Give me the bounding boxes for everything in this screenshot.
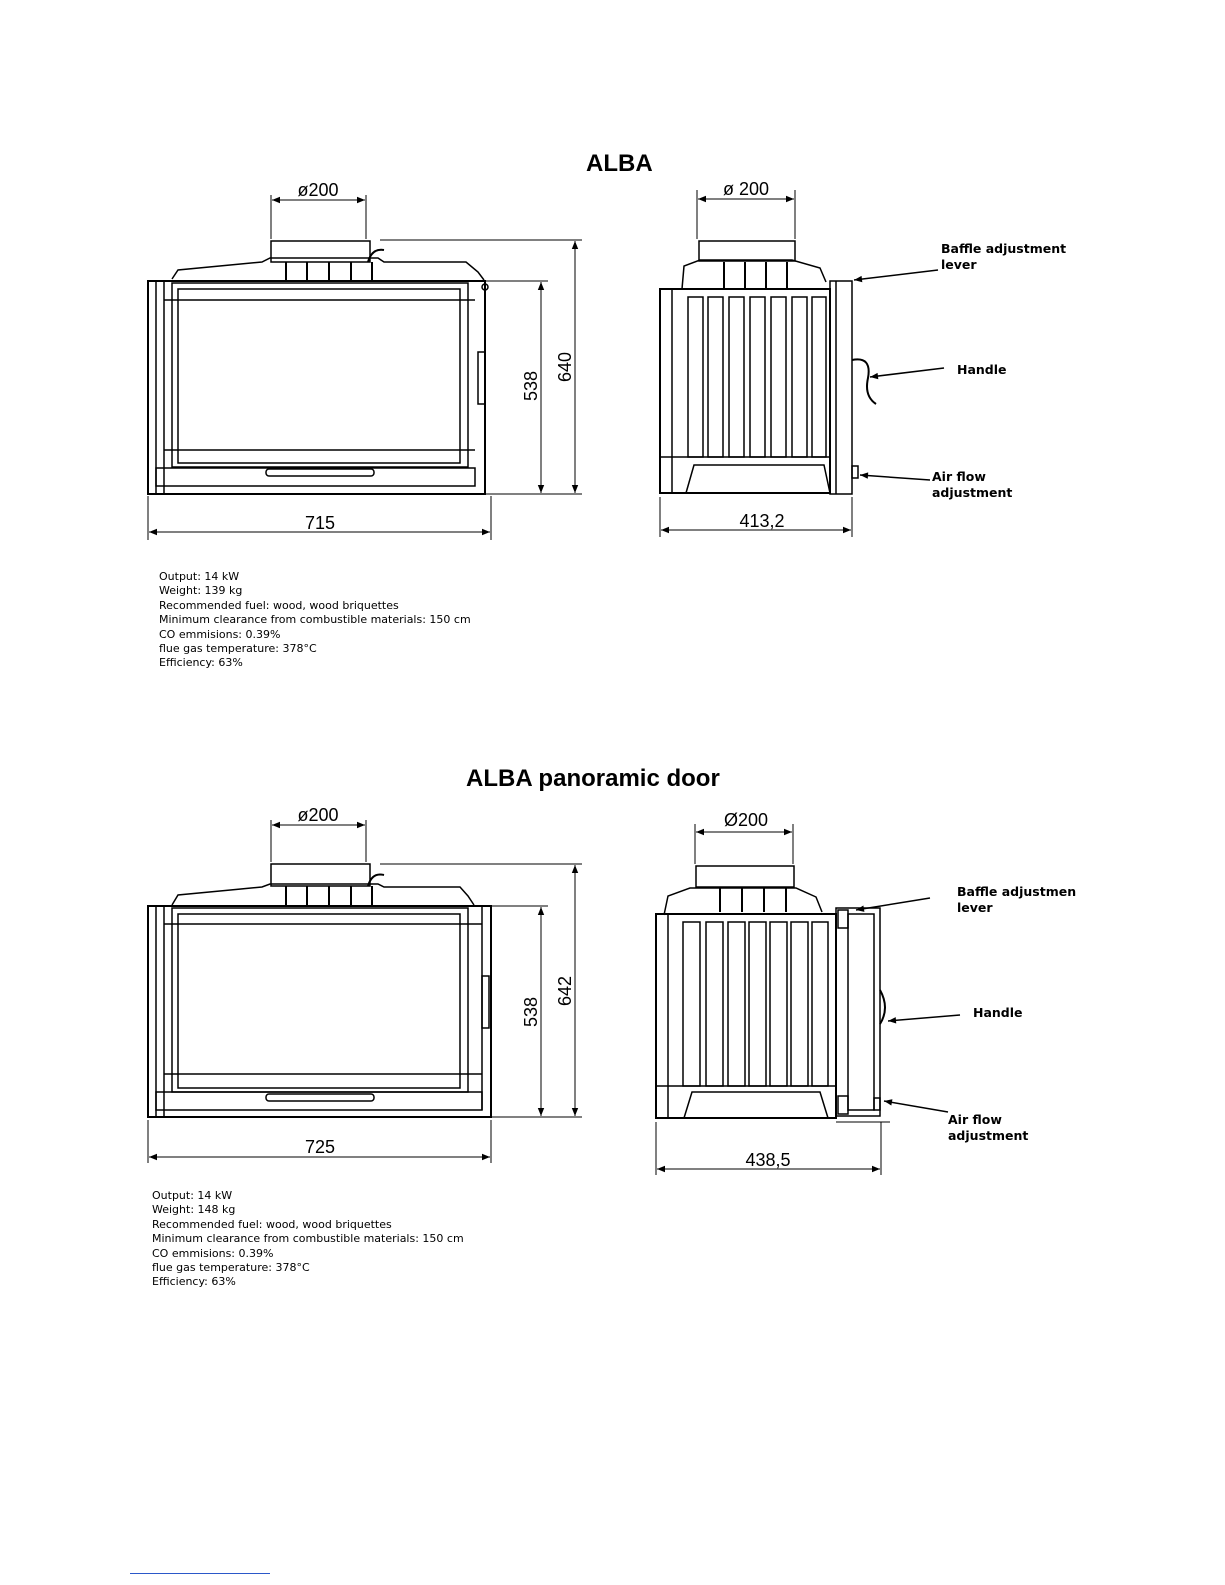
spec-clearance: Minimum clearance from combustible mater… [152,1232,464,1246]
spec-co-emissions: CO emmisions: 0.39% [159,627,281,641]
spec-flue-gas-temperature: flue gas temperature: 378°C [159,642,317,656]
alba-side-view [659,240,877,495]
alba-panoramic-front-view [147,863,492,1118]
alba-front-view [147,240,489,495]
alba-label-baffle-2: lever [941,257,977,272]
alba-panoramic-specifications: Output: 14 kW Weight: 148 kg Recommended… [152,1189,464,1290]
alba-label-air-2: adjustment [932,485,1012,500]
alba-front-diameter: ø200 [297,180,338,200]
alba-panoramic-side-dimensions [655,824,961,1175]
alba-front-height-inner: 538 [521,371,541,401]
alba-specifications: Output: 14 kW Weight: 139 kg Recommended… [159,570,471,671]
alba-panoramic-label-handle: Handle [973,1005,1023,1020]
footnote-rule [130,1573,270,1574]
drawing-title-alba-panoramic: ALBA panoramic door [466,765,720,792]
alba-front-dimensions [147,195,582,540]
alba-panoramic-label-air-1: Air flow [948,1112,1002,1127]
alba-side-dimensions [659,190,945,537]
spec-co-emissions: CO emmisions: 0.39% [152,1246,274,1260]
alba-panoramic-front-height-inner: 538 [521,997,541,1027]
spec-output: Output: 14 kW [159,570,240,583]
spec-output: Output: 14 kW [152,1189,233,1202]
alba-panoramic-side-view [655,865,890,1123]
alba-front-height-total: 640 [555,352,575,382]
spec-flue-gas-temperature: flue gas temperature: 378°C [152,1261,310,1275]
alba-panoramic-label-baffle-2: lever [957,900,993,915]
spec-fuel: Recommended fuel: wood, wood briquettes [159,598,399,612]
alba-label-air-1: Air flow [932,469,986,484]
alba-side-diameter: ø 200 [723,179,769,199]
alba-panoramic-front-dimensions [147,820,582,1163]
alba-side-depth: 413,2 [739,511,784,531]
alba-front-width: 715 [305,513,335,533]
alba-panoramic-label-baffle-1: Baffle adjustmen [957,884,1076,899]
spec-clearance: Minimum clearance from combustible mater… [159,613,471,627]
alba-label-handle: Handle [957,362,1007,377]
alba-panoramic-side-diameter: Ø200 [724,810,768,830]
alba-panoramic-label-air-2: adjustment [948,1128,1028,1143]
spec-efficiency: Efficiency: 63% [159,656,243,670]
spec-weight: Weight: 139 kg [159,584,243,598]
alba-panoramic-front-height-total: 642 [555,976,575,1006]
spec-weight: Weight: 148 kg [152,1203,236,1217]
drawing-title-alba: ALBA [586,150,653,177]
alba-label-baffle-1: Baffle adjustment [941,241,1066,256]
alba-panoramic-front-diameter: ø200 [297,805,338,825]
alba-panoramic-front-width: 725 [305,1137,335,1157]
spec-efficiency: Efficiency: 63% [152,1275,236,1289]
alba-panoramic-side-depth: 438,5 [745,1150,790,1170]
spec-fuel: Recommended fuel: wood, wood briquettes [152,1217,392,1231]
